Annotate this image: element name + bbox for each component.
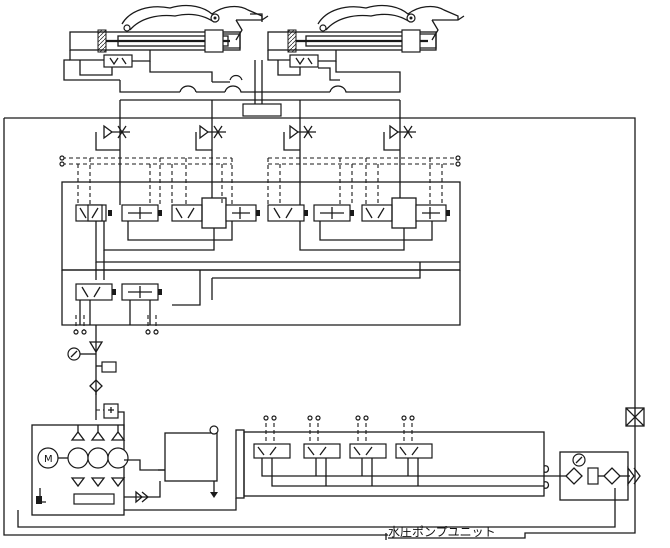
valve-group-1 — [75, 204, 162, 222]
supply-line — [67, 325, 125, 420]
pump-unit: M — [31, 424, 165, 516]
valve-group-2 — [171, 197, 260, 229]
stand-valves — [253, 443, 433, 459]
top-manifold — [119, 60, 401, 140]
filter-regulator — [544, 407, 645, 501]
valve-group-4 — [361, 197, 450, 229]
motor-label: M — [44, 454, 53, 465]
right-arm-assembly — [267, 4, 465, 82]
flow-controls — [95, 124, 416, 156]
outer-frame — [3, 117, 636, 540]
valve-group-3 — [267, 204, 354, 222]
unit-caption: 水圧ポンプユニット — [388, 525, 496, 539]
reservoir-tank — [124, 425, 219, 504]
left-arm-assembly — [63, 4, 269, 83]
return-line — [124, 498, 237, 511]
main-valve-bank — [61, 156, 461, 326]
valve-stand — [235, 415, 550, 499]
lower-valves — [73, 283, 162, 335]
